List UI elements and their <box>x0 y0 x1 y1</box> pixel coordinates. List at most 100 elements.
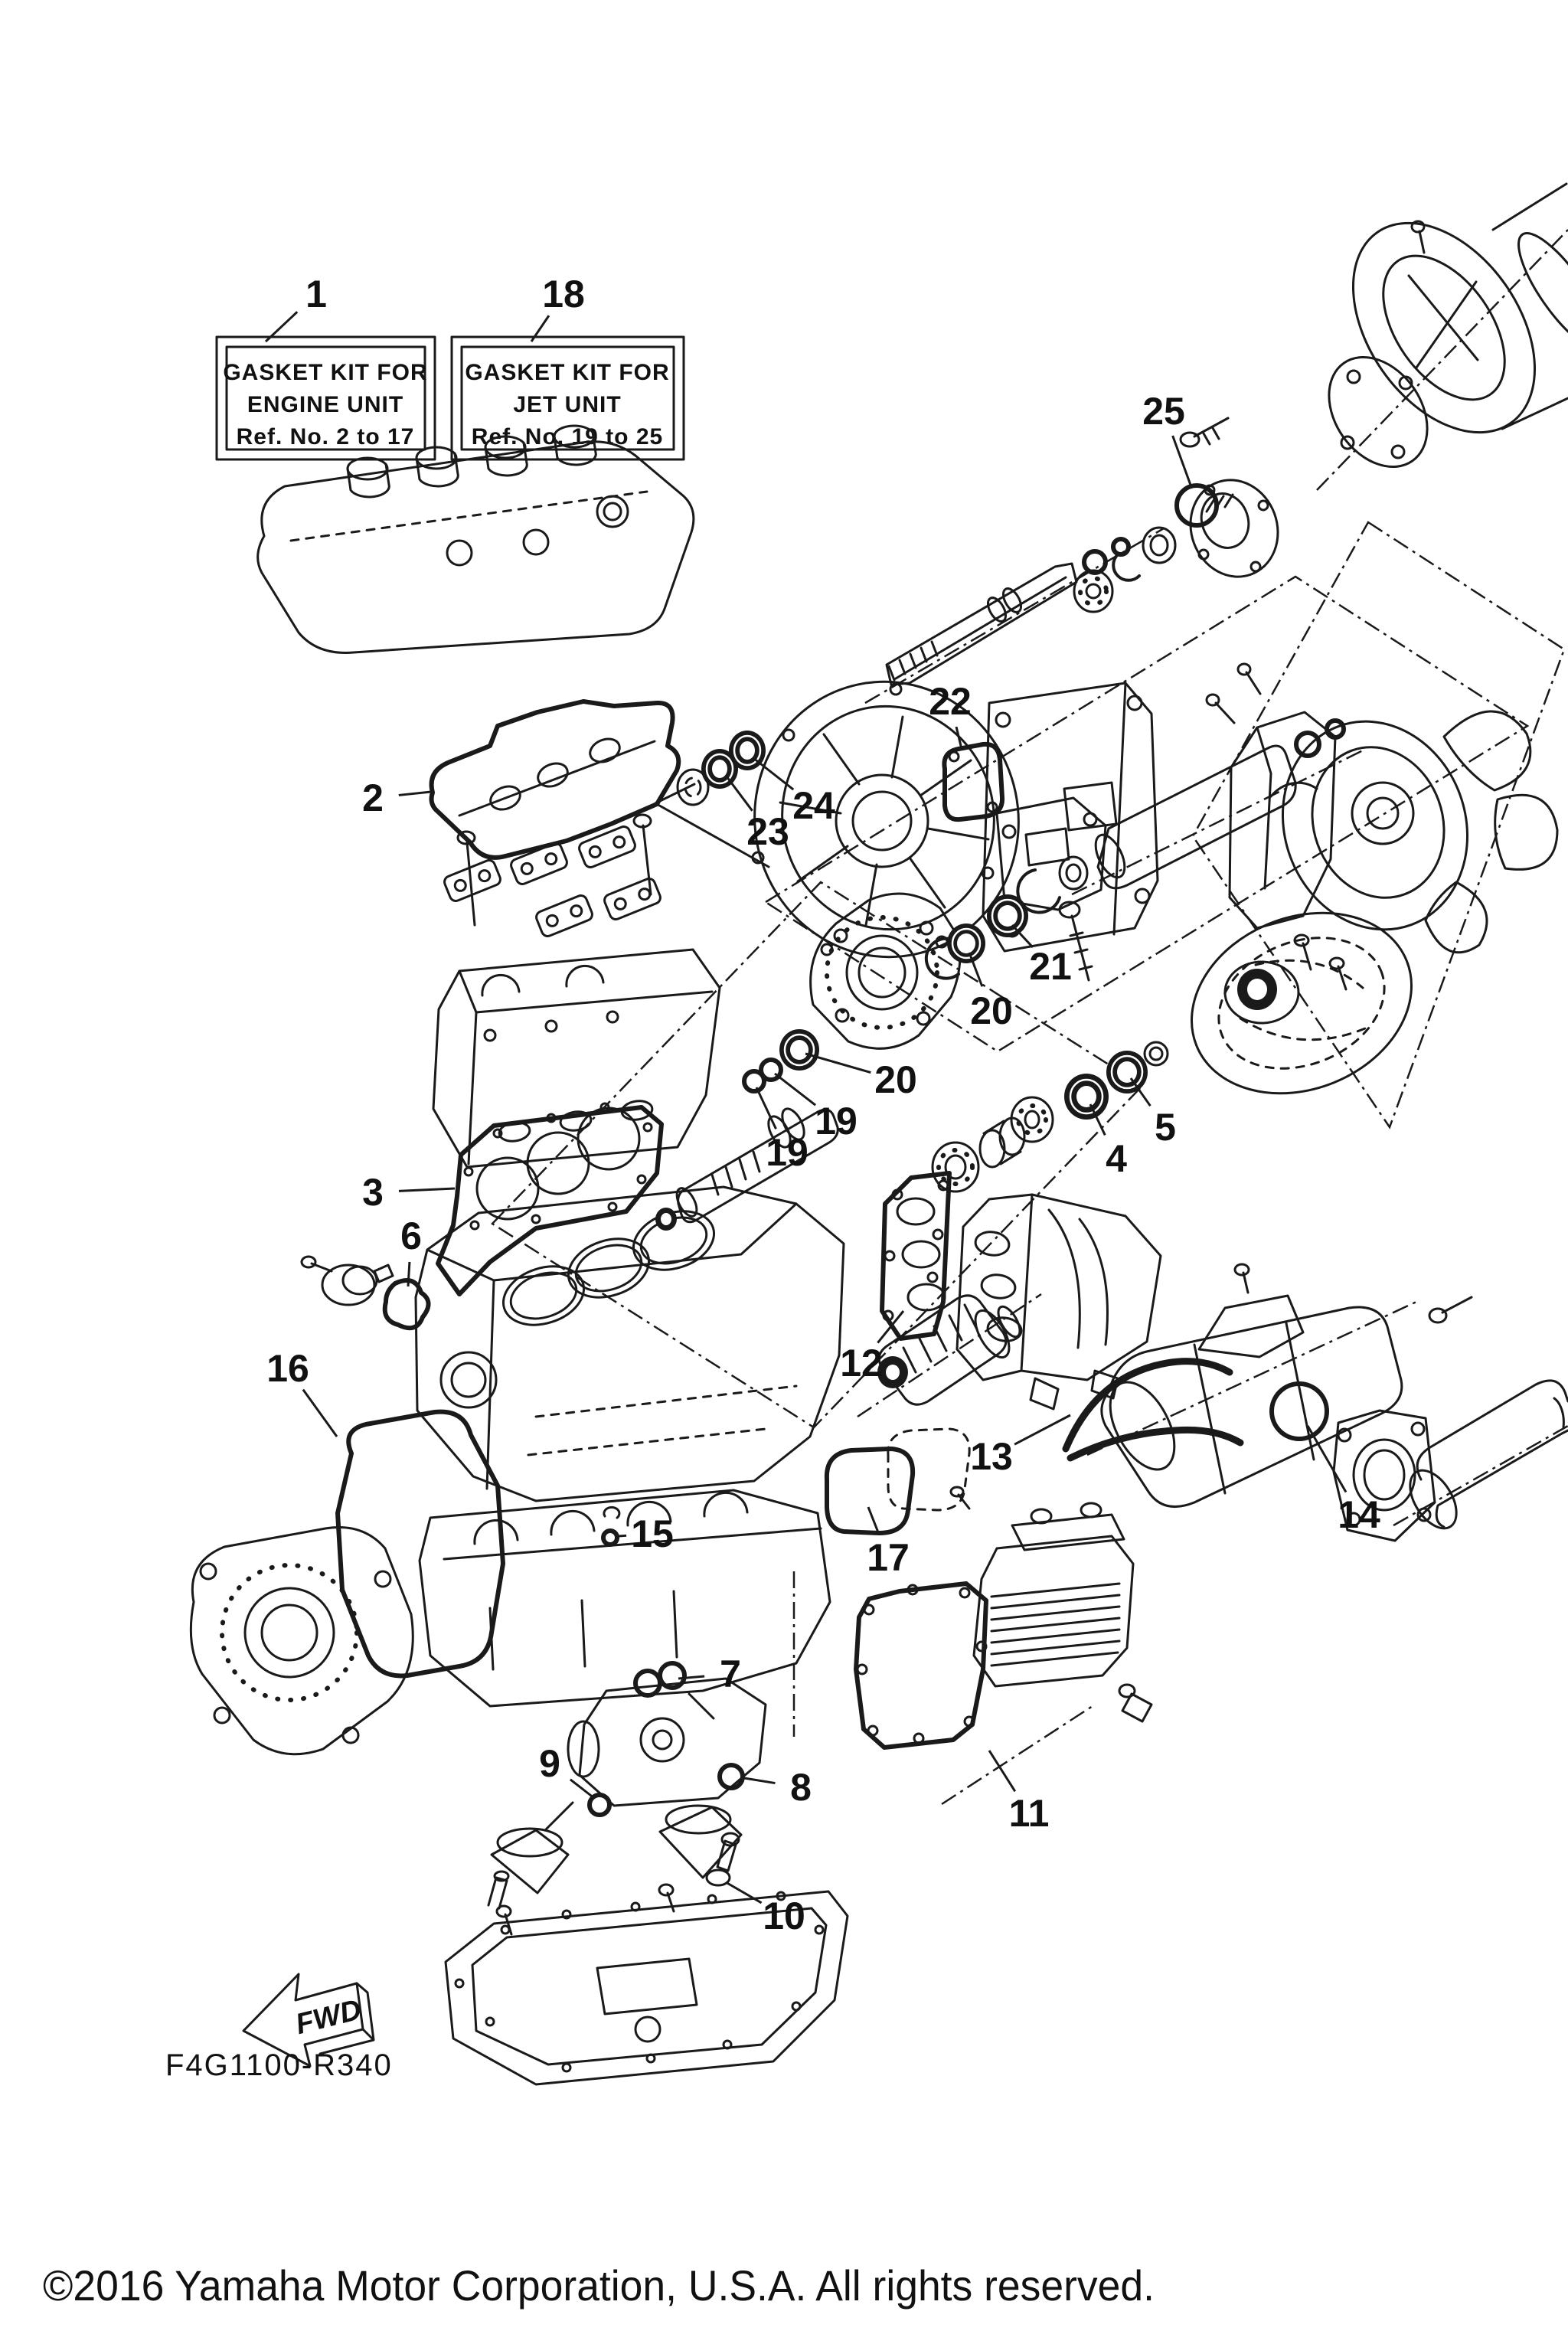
callout-3: 3 <box>362 1171 384 1214</box>
oil-cooler-gasket-part11 <box>854 1581 988 1750</box>
cylinder-head <box>432 948 721 1169</box>
callout-leader-18 <box>530 315 550 342</box>
callout-15: 15 <box>631 1512 674 1555</box>
callout-leader-21 <box>1011 924 1034 949</box>
pipe-o-ring-part14 <box>1269 1381 1329 1441</box>
callout-leader-7 <box>678 1675 705 1680</box>
tail-pipe <box>1393 1379 1568 1530</box>
jet-nozzle <box>1316 182 1568 491</box>
bearing-part20a <box>947 924 985 963</box>
callout-leader-8 <box>743 1777 776 1785</box>
oil-seal-part21 <box>987 894 1028 937</box>
callout-16: 16 <box>266 1347 309 1390</box>
impeller-housing <box>751 680 1159 959</box>
bolt-washer-part10 <box>705 1832 740 1887</box>
coupler-ring <box>877 1356 908 1388</box>
oil-pump-gasket-part7 <box>633 1661 687 1698</box>
gasket-kit-box-engine: GASKET KIT FOR ENGINE UNIT Ref. No. 2 to… <box>215 335 436 461</box>
callout-leader-17 <box>867 1506 880 1534</box>
thermostat-part6 <box>300 1255 431 1331</box>
callout-leader-6 <box>407 1261 411 1287</box>
oil-seal-part5 <box>1106 1051 1148 1094</box>
seal-chain-4-5 <box>931 1041 1169 1193</box>
bearing-chain-19-to-21 <box>924 718 1364 980</box>
damper-hub <box>1237 969 1277 1010</box>
housing-gasket-part22 <box>942 741 1005 822</box>
callout-22: 22 <box>929 680 972 723</box>
callout-20: 20 <box>970 989 1013 1032</box>
callout-leader-20 <box>968 952 984 987</box>
callout-leader-2 <box>398 790 432 796</box>
kit1-line3: Ref. No. 2 to 17 <box>237 424 415 450</box>
callout-leader-15 <box>618 1534 627 1538</box>
camshaft-caps <box>443 813 662 937</box>
cover-gasket-part17 <box>824 1427 971 1535</box>
crankcase <box>418 1489 831 1708</box>
washer <box>655 1208 677 1231</box>
callout-2: 2 <box>362 776 384 819</box>
copyright-text: ©2016 Yamaha Motor Corporation, U.S.A. A… <box>43 2261 1155 2310</box>
callout-leader-13 <box>1014 1414 1071 1446</box>
callout-19: 19 <box>815 1100 858 1143</box>
callout-leader-20 <box>805 1052 871 1074</box>
callout-5: 5 <box>1155 1106 1176 1149</box>
callout-6: 6 <box>400 1214 422 1257</box>
callout-leader-11 <box>988 1750 1017 1793</box>
head-gasket-part3 <box>436 1102 664 1296</box>
o-ring-part19b <box>759 1058 783 1082</box>
callout-1: 1 <box>305 273 327 315</box>
drive-coupler <box>857 1293 1042 1418</box>
callout-9: 9 <box>539 1742 560 1785</box>
valve-cover <box>256 424 695 654</box>
callout-leader-19 <box>755 1087 777 1130</box>
figure-code: F4G1100-R340 <box>165 2048 393 2082</box>
callout-10: 10 <box>763 1894 805 1937</box>
callout-leader-12 <box>877 1310 905 1344</box>
coupling-damper <box>1191 911 1413 1095</box>
o-ring-part8 <box>717 1763 745 1790</box>
callout-25: 25 <box>1142 390 1185 433</box>
callout-leader-23 <box>725 776 753 812</box>
kit1-line1: GASKET KIT FOR <box>223 360 427 385</box>
callout-leader-5 <box>1129 1077 1152 1107</box>
callout-19: 19 <box>766 1131 808 1174</box>
gasket-kit-box-jet: GASKET KIT FOR JET UNIT Ref. No. 19 to 2… <box>450 335 685 461</box>
kit1-line2: ENGINE UNIT <box>247 392 403 417</box>
callout-20: 20 <box>874 1058 917 1101</box>
callout-8: 8 <box>790 1766 812 1809</box>
jet-pump-body <box>1205 662 1559 991</box>
callout-leader-3 <box>398 1187 456 1192</box>
callout-4: 4 <box>1106 1137 1127 1180</box>
oil-seal-part4 <box>1064 1074 1109 1120</box>
callout-leader-19 <box>774 1072 817 1107</box>
callout-leader-14 <box>1306 1425 1348 1493</box>
oil-seal-part20b <box>779 1029 819 1071</box>
front-shaft-group <box>655 1029 839 1231</box>
callout-leader-9 <box>569 1778 595 1800</box>
o-ring-part19a <box>742 1069 766 1094</box>
callout-11: 11 <box>1009 1792 1050 1835</box>
callout-24: 24 <box>792 784 835 827</box>
oil-pan <box>444 1870 849 2086</box>
generator-cover <box>189 1525 414 1756</box>
callout-17: 17 <box>867 1536 910 1579</box>
impeller-cap-chain <box>1073 417 1279 613</box>
callout-18: 18 <box>542 273 585 315</box>
o-ring-part15 <box>601 1505 621 1547</box>
valve-cover-gasket-part2 <box>429 699 681 860</box>
callout-leader-10 <box>725 1881 763 1904</box>
kit2-line2: JET UNIT <box>513 392 621 417</box>
callout-13: 13 <box>970 1435 1013 1478</box>
o-ring-part9 <box>587 1793 612 1817</box>
callout-23: 23 <box>746 810 789 853</box>
callout-12: 12 <box>840 1342 883 1384</box>
oil-cooler <box>972 1502 1153 1723</box>
manifold-gasket-part12 <box>880 1171 952 1341</box>
callout-21: 21 <box>1029 945 1072 988</box>
bearing-housing-flange <box>809 892 962 1050</box>
kit2-line1: GASKET KIT FOR <box>465 360 669 385</box>
callout-leader-24 <box>753 757 795 791</box>
